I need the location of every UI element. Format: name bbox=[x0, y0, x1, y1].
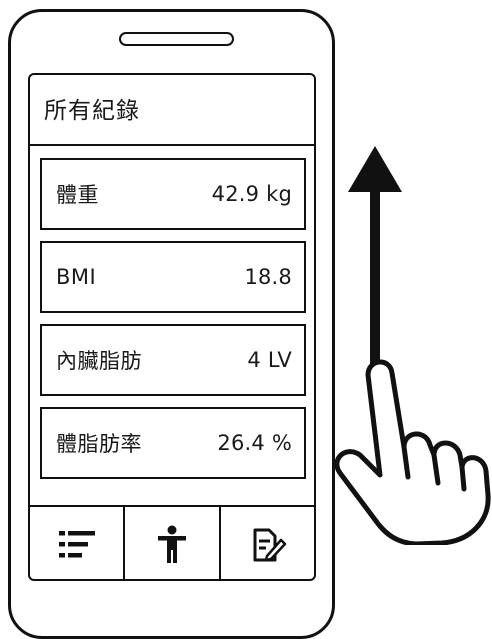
bottom-tab-bar bbox=[30, 505, 314, 580]
phone-speaker bbox=[119, 32, 234, 46]
tab-list[interactable] bbox=[30, 507, 123, 580]
record-label: 體重 bbox=[56, 183, 99, 207]
tab-edit-note[interactable] bbox=[218, 507, 314, 580]
phone-frame: 所有紀錄 體重 42.9 kg BMI 18.8 內臟脂肪 4 LV 體脂肪率 … bbox=[8, 9, 335, 639]
title-divider bbox=[30, 144, 314, 146]
record-label: BMI bbox=[56, 265, 97, 289]
record-value: 4 LV bbox=[247, 348, 292, 372]
record-label: 體脂肪率 bbox=[56, 432, 142, 456]
record-row-bmi[interactable]: BMI 18.8 bbox=[40, 241, 306, 313]
tab-body[interactable] bbox=[123, 507, 218, 580]
list-icon bbox=[58, 530, 95, 557]
edit-note-icon bbox=[253, 528, 287, 561]
record-row-visceral-fat[interactable]: 內臟脂肪 4 LV bbox=[40, 324, 306, 396]
record-label: 內臟脂肪 bbox=[56, 349, 142, 373]
body-icon bbox=[157, 525, 186, 563]
app-screen: 所有紀錄 體重 42.9 kg BMI 18.8 內臟脂肪 4 LV 體脂肪率 … bbox=[28, 73, 316, 581]
record-row-body-fat[interactable]: 體脂肪率 26.4 % bbox=[40, 407, 306, 479]
record-value: 26.4 % bbox=[217, 431, 292, 455]
record-value: 18.8 bbox=[244, 265, 292, 289]
swipe-up-arrow-icon bbox=[348, 146, 402, 395]
record-row-weight[interactable]: 體重 42.9 kg bbox=[40, 158, 306, 230]
record-value: 42.9 kg bbox=[211, 182, 292, 206]
page-title: 所有紀錄 bbox=[44, 98, 140, 124]
pointing-hand-icon bbox=[334, 359, 491, 545]
